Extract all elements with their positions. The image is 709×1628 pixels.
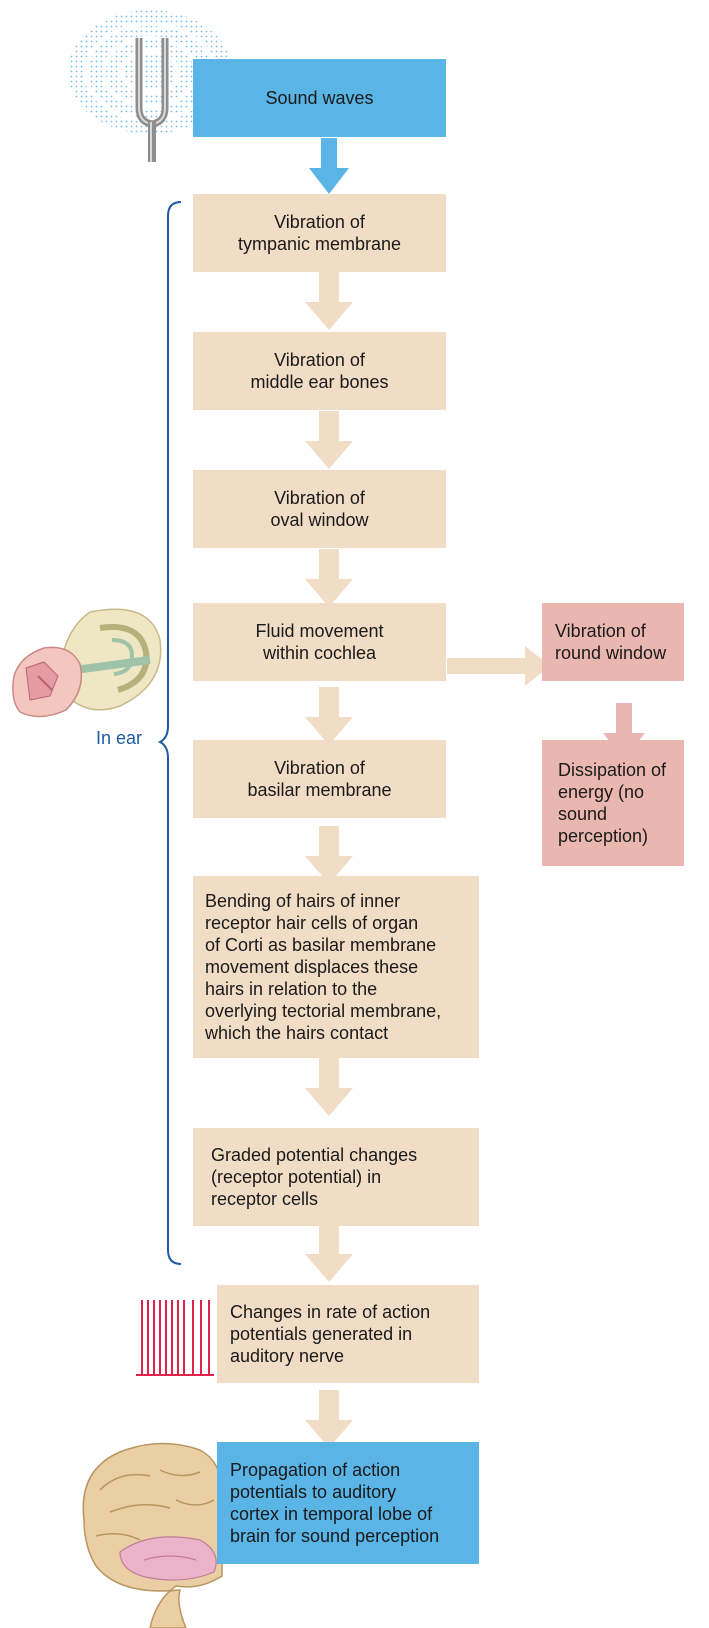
box-auditory-nerve: Changes in rate of action potentials gen… <box>217 1285 479 1383</box>
box-line: sound <box>558 804 608 824</box>
box-line: (receptor potential) in <box>211 1167 382 1187</box>
box-line: Vibration of <box>274 350 365 370</box>
box-line: Bending of hairs of inner <box>205 891 401 911</box>
box-hair-cells: Bending of hairs of inner receptor hair … <box>193 876 479 1058</box>
box-auditory-cortex: Propagation of action potentials to audi… <box>217 1442 479 1564</box>
box-line: Fluid movement <box>255 621 384 641</box>
box-line: Sound waves <box>265 88 374 108</box>
action-potential-spikes-icon <box>136 1300 214 1376</box>
box-line: potentials generated in <box>230 1324 413 1344</box>
box-line: energy (no <box>558 782 645 802</box>
box-line: basilar membrane <box>247 780 392 800</box>
brain-icon <box>82 1442 223 1628</box>
box-line: Vibration of <box>274 212 365 232</box>
box-line: of Corti as basilar membrane <box>205 935 437 955</box>
box-dissipation: Dissipation of energy (no sound percepti… <box>542 740 684 866</box>
box-line: oval window <box>270 510 369 530</box>
box-line: Propagation of action <box>230 1460 401 1480</box>
inner-ear-icon <box>12 608 162 718</box>
box-line: movement displaces these <box>205 957 419 977</box>
box-line: Dissipation of <box>558 760 667 780</box>
box-line: brain for sound perception <box>230 1526 440 1546</box>
box-line: overlying tectorial membrane, <box>205 1001 442 1021</box>
box-line: Graded potential changes <box>211 1145 418 1165</box>
box-line: cortex in temporal lobe of <box>230 1504 433 1524</box>
box-sound-waves: Sound waves <box>193 59 446 137</box>
box-basilar-membrane: Vibration of basilar membrane <box>193 740 446 818</box>
box-line: round window <box>555 643 667 663</box>
box-line: Vibration of <box>274 758 365 778</box>
arrow-sound-to-tympanic <box>309 138 349 194</box>
in-ear-label: In ear <box>96 728 143 748</box>
box-receptor-potential: Graded potential changes (receptor poten… <box>193 1128 479 1226</box>
in-ear-brace <box>157 201 182 1265</box>
box-line: perception) <box>558 826 649 846</box>
box-line: Vibration of <box>274 488 365 508</box>
box-line: within cochlea <box>262 643 377 663</box>
box-line: receptor hair cells of organ <box>205 913 419 933</box>
box-cochlea: Fluid movement within cochlea <box>193 603 446 681</box>
box-line: middle ear bones <box>250 372 389 392</box>
box-line: auditory nerve <box>230 1346 345 1366</box>
box-line: which the hairs contact <box>205 1023 389 1043</box>
box-middle-ear-bones: Vibration of middle ear bones <box>193 332 446 410</box>
box-oval-window: Vibration of oval window <box>193 470 446 548</box>
box-line: Vibration of <box>555 621 646 641</box>
box-round-window: Vibration of round window <box>542 603 684 681</box>
box-line: Changes in rate of action <box>230 1302 431 1322</box>
tuning-fork-icon <box>135 38 169 162</box>
box-tympanic-membrane: Vibration of tympanic membrane <box>193 194 446 272</box>
main-flow-arrows <box>305 272 550 1448</box>
box-line: tympanic membrane <box>237 234 402 254</box>
box-line: hairs in relation to the <box>205 979 378 999</box>
box-line: potentials to auditory <box>230 1482 397 1502</box>
box-line: receptor cells <box>211 1189 319 1209</box>
